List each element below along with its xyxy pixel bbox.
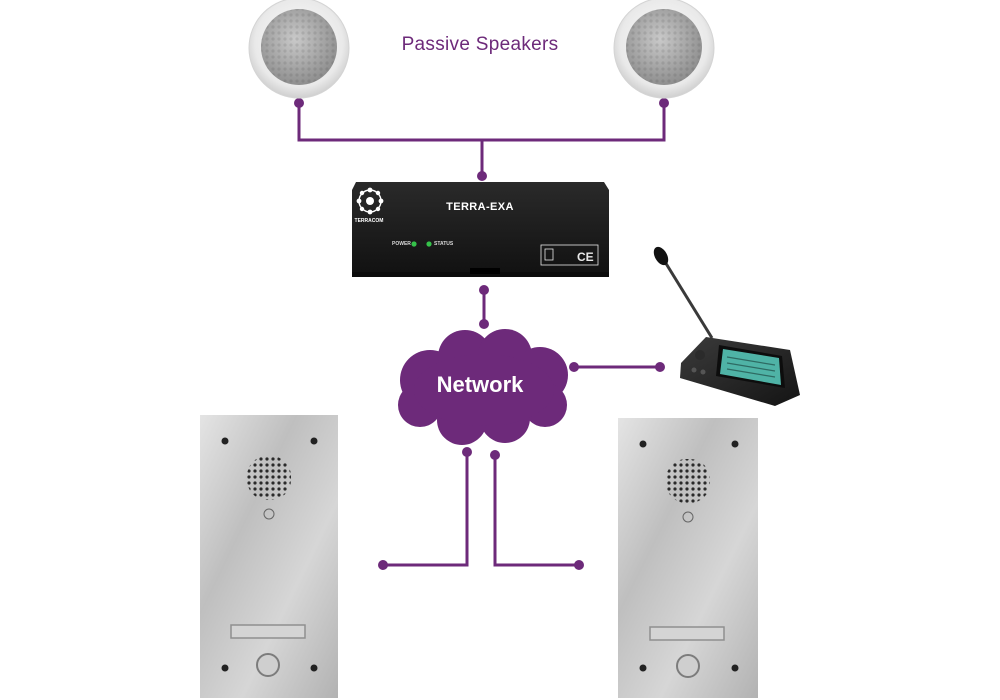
left-panel-link bbox=[383, 452, 469, 567]
connector-lines bbox=[297, 103, 666, 567]
device-brand-label: TERRACOM bbox=[354, 218, 384, 224]
device-model-label: TERRA-EXA bbox=[446, 201, 514, 213]
svg-text:CE: CE bbox=[577, 250, 594, 264]
power-led-label: POWER bbox=[392, 241, 411, 247]
status-led-label: STATUS bbox=[434, 241, 454, 247]
network-label: Network bbox=[436, 372, 524, 397]
terra-exa-device: CE bbox=[352, 182, 609, 277]
connector-dots bbox=[294, 98, 669, 570]
passive-speakers-label: Passive Speakers bbox=[401, 34, 559, 55]
intercom-panel-right bbox=[618, 418, 758, 698]
certification-marks: CE bbox=[540, 244, 599, 266]
speaker-left-link bbox=[297, 103, 666, 142]
speaker-left bbox=[248, 0, 350, 99]
status-led bbox=[426, 241, 432, 247]
power-led bbox=[411, 241, 417, 247]
terracom-logo-icon bbox=[356, 187, 384, 215]
network-cloud bbox=[398, 329, 568, 445]
right-panel-link bbox=[493, 455, 579, 567]
microphone-console bbox=[653, 246, 800, 406]
speaker-right bbox=[613, 0, 715, 99]
intercom-panel-left bbox=[200, 415, 338, 698]
